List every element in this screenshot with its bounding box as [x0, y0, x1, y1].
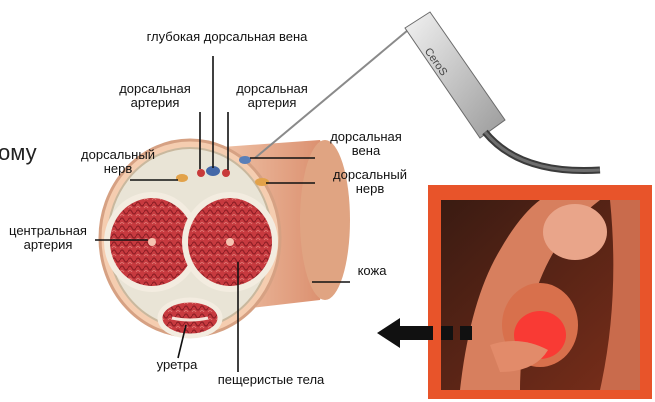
label-skin: кожа	[350, 264, 394, 278]
label-cavernous-bodies: пещеристые тела	[198, 373, 344, 387]
label-dorsal-nerve-left: дорсальный нерв	[66, 148, 170, 176]
label-dorsal-nerve-right: дорсальный нерв	[318, 168, 422, 196]
label-central-artery: центральная артерия	[0, 224, 96, 252]
label-urethra: уретра	[142, 358, 212, 372]
label-dorsal-artery-right: дорсальная артерия	[228, 82, 316, 110]
label-dorsal-artery-left: дорсальная артерия	[110, 82, 200, 110]
urethra-body	[160, 300, 220, 336]
label-dorsal-vein: дорсальная вена	[316, 130, 416, 158]
partial-heading-text: ому	[0, 140, 37, 166]
label-deep-dorsal-vein: глубокая дорсальная вена	[142, 30, 312, 44]
inset-anatomy-image	[428, 185, 652, 399]
